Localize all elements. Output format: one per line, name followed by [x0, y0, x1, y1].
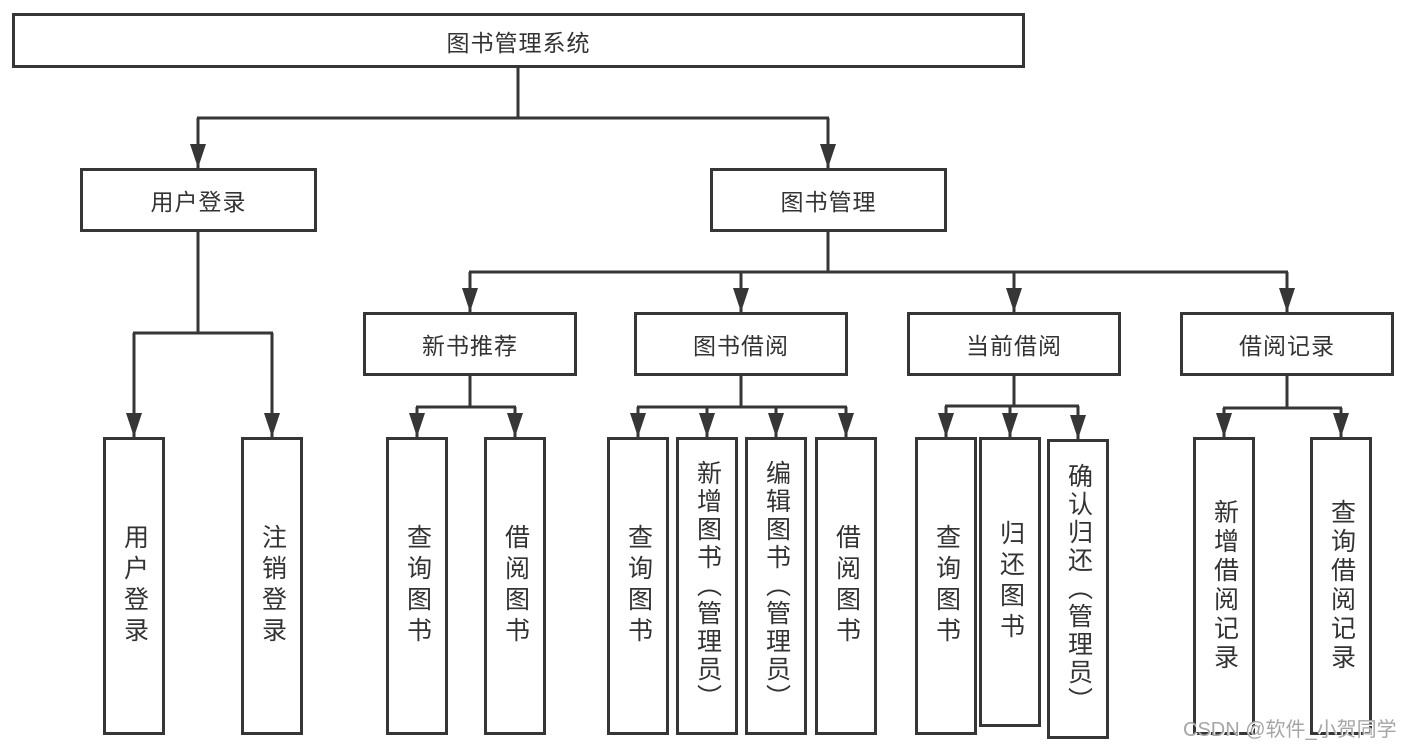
node-book-management-label: 图书管理	[780, 189, 877, 215]
leaf-records-query-record-label: 查询借阅记录	[1327, 499, 1356, 673]
leaf-borrow-edit-books-admin: 编辑图书（管理员）	[745, 437, 807, 735]
node-new-book-recommend: 新书推荐	[363, 312, 577, 376]
node-current-borrowing-label: 当前借阅	[966, 333, 1062, 359]
csdn-watermark: CSDN @软件_小贺同学	[1183, 719, 1397, 741]
connector-userlogin-to-leaves	[126, 232, 280, 437]
leaf-current-return-books: 归还图书	[979, 437, 1041, 727]
leaf-logout: 注销登录	[241, 437, 303, 735]
connector-root-to-level2	[190, 68, 836, 168]
node-borrowing-records: 借阅记录	[1180, 312, 1394, 376]
leaf-logout-label: 注销登录	[258, 524, 287, 648]
leaf-current-query-books: 查询图书	[915, 437, 977, 735]
leaf-records-add-record-label: 新增借阅记录	[1210, 499, 1239, 673]
leaf-records-add-record: 新增借阅记录	[1193, 437, 1255, 735]
node-library-system-label: 图书管理系统	[446, 29, 591, 56]
leaf-user-login-label: 用户登录	[120, 524, 149, 648]
leaf-records-query-record: 查询借阅记录	[1310, 437, 1372, 735]
node-borrowing-records-label: 借阅记录	[1239, 333, 1335, 359]
node-user-login-label: 用户登录	[150, 189, 247, 215]
leaf-borrow-edit-books-admin-label: 编辑图书（管理员）	[762, 460, 791, 712]
leaf-recommend-query-books: 查询图书	[386, 437, 448, 735]
leaf-current-return-books-label: 归还图书	[996, 520, 1025, 644]
leaf-current-query-books-label: 查询图书	[932, 524, 961, 648]
node-book-management: 图书管理	[710, 168, 947, 232]
leaf-borrow-borrow-books-label: 借阅图书	[832, 524, 861, 648]
connector-bookmgmt-to-level3	[462, 232, 1295, 312]
node-library-system: 图书管理系统	[12, 13, 1025, 68]
connector-records-to-leaves	[1216, 376, 1349, 437]
connector-current-to-leaves	[938, 376, 1086, 439]
node-new-book-recommend-label: 新书推荐	[422, 333, 518, 359]
leaf-current-confirm-return-admin: 确认归还（管理员）	[1047, 439, 1109, 739]
node-book-borrowing-label: 图书借阅	[693, 333, 789, 359]
leaf-recommend-borrow-books: 借阅图书	[484, 437, 546, 735]
leaf-current-confirm-return-admin-label: 确认归还（管理员）	[1064, 463, 1093, 715]
leaf-borrow-query-books-label: 查询图书	[624, 524, 653, 648]
connector-borrowing-to-leaves	[630, 376, 854, 437]
node-current-borrowing: 当前借阅	[907, 312, 1121, 376]
leaf-borrow-borrow-books: 借阅图书	[815, 437, 877, 735]
leaf-borrow-add-books-admin-label: 新增图书（管理员）	[693, 460, 722, 712]
leaf-borrow-query-books: 查询图书	[607, 437, 669, 735]
leaf-borrow-add-books-admin: 新增图书（管理员）	[676, 437, 738, 735]
node-user-login: 用户登录	[80, 168, 317, 232]
node-book-borrowing: 图书借阅	[634, 312, 848, 376]
leaf-recommend-borrow-books-label: 借阅图书	[501, 524, 530, 648]
leaf-user-login: 用户登录	[103, 437, 165, 735]
leaf-recommend-query-books-label: 查询图书	[403, 524, 432, 648]
connector-recommend-to-leaves	[409, 376, 523, 437]
